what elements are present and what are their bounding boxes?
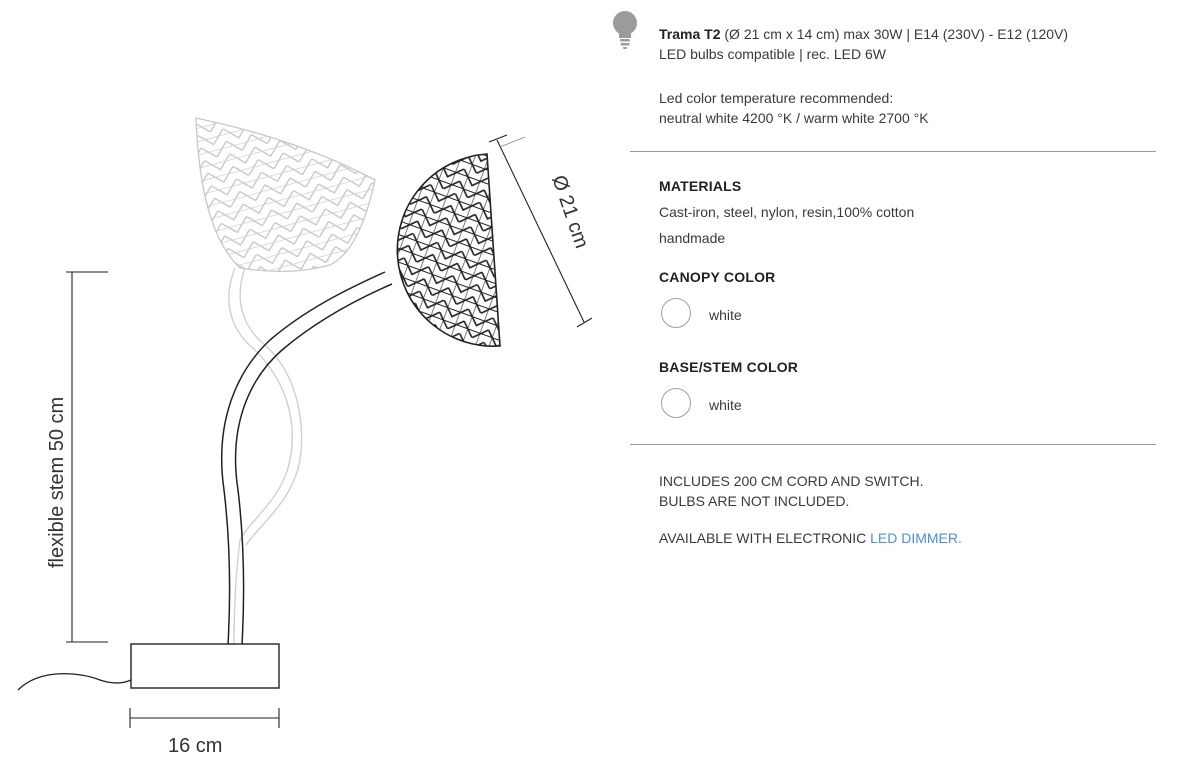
base-color-swatch[interactable] [661, 388, 691, 418]
lightbulb-icon [610, 10, 640, 50]
base-dimension: 16 cm [129, 708, 280, 757]
color-temp-label: Led color temperature recommended: [659, 90, 894, 106]
stem-label: flexible stem 50 cm [46, 397, 68, 568]
lamp-shade [396, 153, 501, 348]
ghost-lamp-outline [195, 117, 376, 646]
lamp-stem [220, 271, 393, 646]
divider [630, 444, 1156, 445]
canopy-color-heading: CANOPY COLOR [659, 269, 776, 285]
divider [630, 151, 1156, 152]
stem-dimension: flexible stem 50 cm [46, 271, 108, 643]
materials-list: Cast-iron, steel, nylon, resin,100% cott… [659, 204, 915, 220]
bulbs-compatibility: LED bulbs compatible | rec. LED 6W [659, 46, 886, 62]
diameter-dimension: Ø 21 cm [488, 134, 593, 328]
model-name: Trama T2 [659, 26, 721, 42]
lamp-base [17, 643, 280, 691]
canopy-color-label: white [709, 307, 742, 323]
canopy-color-swatch[interactable] [661, 298, 691, 328]
base-label: 16 cm [168, 735, 222, 757]
dimensions-text: (Ø 21 cm x 14 cm) max 30W | E14 (230V) -… [724, 26, 1069, 42]
base-color-label: white [709, 397, 742, 413]
lamp-technical-drawing: Ø 21 cm flexible stem 50 cm 16 cm [17, 117, 593, 757]
materials-note: handmade [659, 230, 726, 246]
dimmer-availability: AVAILABLE WITH ELECTRONIC LED DIMMER. [659, 528, 962, 548]
color-temp-values: neutral white 4200 °K / warm white 2700 … [659, 110, 929, 126]
dimmer-prefix: AVAILABLE WITH ELECTRONIC [659, 530, 871, 546]
led-dimmer-link[interactable]: LED DIMMER. [870, 530, 962, 546]
base-color-heading: BASE/STEM COLOR [659, 359, 799, 375]
materials-heading: MATERIALS [659, 178, 742, 194]
bulbs-note: BULBS ARE NOT INCLUDED. [659, 493, 850, 509]
spec-main-line: Trama T2 (Ø 21 cm x 14 cm) max 30W | E14… [659, 24, 1068, 44]
cord-note: INCLUDES 200 CM CORD AND SWITCH. [659, 473, 924, 489]
diameter-label: Ø 21 cm [547, 172, 592, 251]
